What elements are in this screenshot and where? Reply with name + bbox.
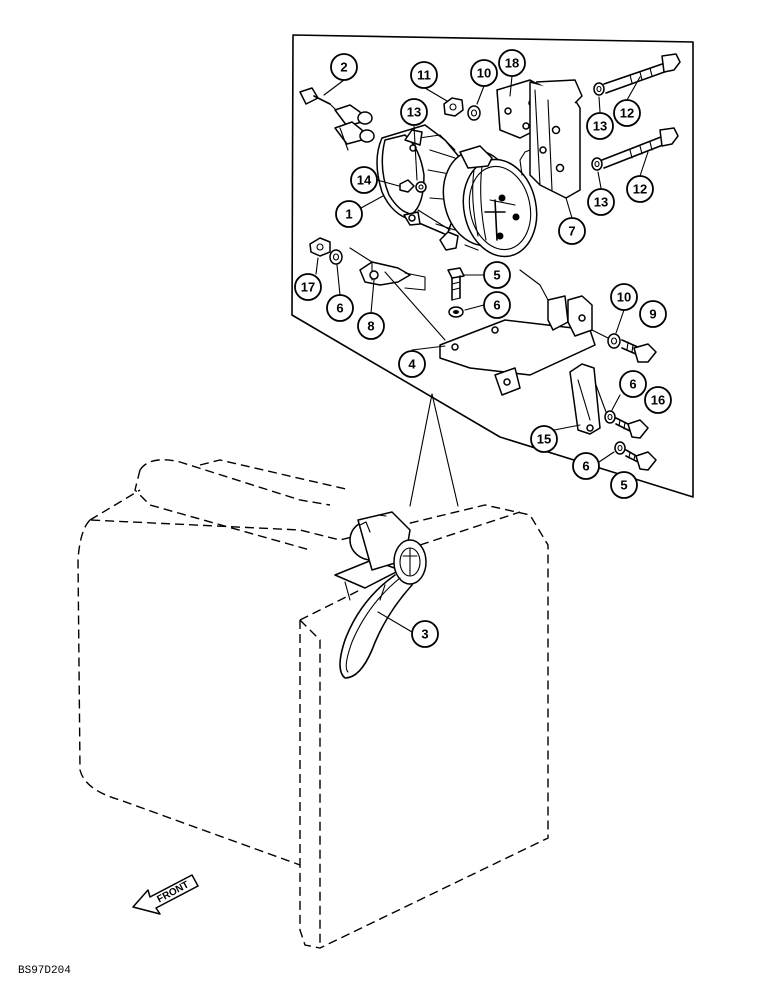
bolt-2 xyxy=(299,87,331,105)
callout-12: 12 xyxy=(613,99,641,127)
alignment-lines xyxy=(384,271,609,413)
svg-text:1: 1 xyxy=(345,207,352,222)
callout-13: 13 xyxy=(586,112,614,140)
svg-text:14: 14 xyxy=(357,173,372,188)
bolt-5-right xyxy=(625,449,657,471)
callout-16: 16 xyxy=(644,386,672,414)
callout-2: 2 xyxy=(330,53,358,81)
svg-text:6: 6 xyxy=(582,459,589,474)
callout-8: 8 xyxy=(357,312,385,340)
callout-13: 13 xyxy=(587,188,615,216)
washer-6-center xyxy=(448,306,464,318)
washer-10-top xyxy=(467,105,481,121)
washer-6-left xyxy=(329,249,343,265)
svg-text:12: 12 xyxy=(620,106,634,121)
bolt-16 xyxy=(615,417,649,439)
svg-text:18: 18 xyxy=(505,56,519,71)
callout-7: 7 xyxy=(558,217,586,245)
svg-text:11: 11 xyxy=(417,68,431,83)
drive-belt xyxy=(339,574,413,679)
bolt-12b xyxy=(601,127,679,169)
bracket-8 xyxy=(349,247,426,291)
drawing-code: BS97D204 xyxy=(18,965,71,977)
svg-text:6: 6 xyxy=(493,298,500,313)
callout-18: 18 xyxy=(498,49,526,77)
washer-13a xyxy=(593,82,605,96)
svg-text:13: 13 xyxy=(593,119,607,134)
base-plate-4 xyxy=(439,269,596,396)
nut-11 xyxy=(443,97,464,117)
callout-11: 11 xyxy=(410,61,438,89)
bolt-9 xyxy=(621,339,657,363)
inset-leader-right xyxy=(431,393,459,507)
callout-6: 6 xyxy=(483,291,511,319)
svg-text:15: 15 xyxy=(537,432,551,447)
washer-6-right-a xyxy=(604,410,616,424)
callout-12: 12 xyxy=(626,175,654,203)
svg-text:17: 17 xyxy=(301,280,315,295)
bracket-7 xyxy=(519,79,583,199)
svg-text:13: 13 xyxy=(407,105,421,120)
callout-6: 6 xyxy=(326,294,354,322)
callout-10: 10 xyxy=(470,59,498,87)
svg-text:12: 12 xyxy=(633,182,647,197)
svg-text:13: 13 xyxy=(594,195,608,210)
front-arrow: FRONT xyxy=(132,874,199,915)
callout-3: 3 xyxy=(411,620,439,648)
callout-4: 4 xyxy=(398,350,426,378)
callout-13: 13 xyxy=(400,98,428,126)
callout-6: 6 xyxy=(619,370,647,398)
svg-text:9: 9 xyxy=(649,307,656,322)
exploded-parts xyxy=(299,53,681,471)
callout-10: 10 xyxy=(610,283,638,311)
callout-14: 14 xyxy=(350,166,378,194)
callout-leaders xyxy=(315,75,649,463)
bolt-12a xyxy=(603,53,681,94)
svg-text:4: 4 xyxy=(408,357,416,372)
svg-text:7: 7 xyxy=(568,224,575,239)
callout-5: 5 xyxy=(483,261,511,289)
callout-1: 1 xyxy=(335,200,363,228)
nut-17 xyxy=(309,237,331,257)
inset-leader-left xyxy=(409,393,433,507)
svg-text:3: 3 xyxy=(421,627,428,642)
svg-text:10: 10 xyxy=(617,290,631,305)
svg-text:6: 6 xyxy=(336,301,343,316)
callout-9: 9 xyxy=(639,300,667,328)
svg-text:5: 5 xyxy=(620,478,627,493)
washer-10-right xyxy=(607,333,621,349)
svg-text:10: 10 xyxy=(477,66,491,81)
callout-5: 5 xyxy=(610,471,638,499)
engine-outline xyxy=(77,459,549,949)
svg-text:6: 6 xyxy=(629,377,636,392)
callout-15: 15 xyxy=(530,425,558,453)
adjusting-strap-15 xyxy=(569,363,601,435)
bolt-5-center xyxy=(447,267,465,301)
callout-6: 6 xyxy=(572,452,600,480)
svg-text:2: 2 xyxy=(340,60,347,75)
svg-text:5: 5 xyxy=(493,268,500,283)
svg-text:16: 16 xyxy=(651,393,665,408)
clutch-pulley xyxy=(442,145,538,258)
mounted-compressor-assembly xyxy=(334,511,427,679)
callout-17: 17 xyxy=(294,273,322,301)
svg-text:8: 8 xyxy=(367,319,374,334)
washer-6-right-b xyxy=(614,441,626,455)
washer-13b xyxy=(591,157,603,171)
hose-fittings xyxy=(329,103,375,151)
